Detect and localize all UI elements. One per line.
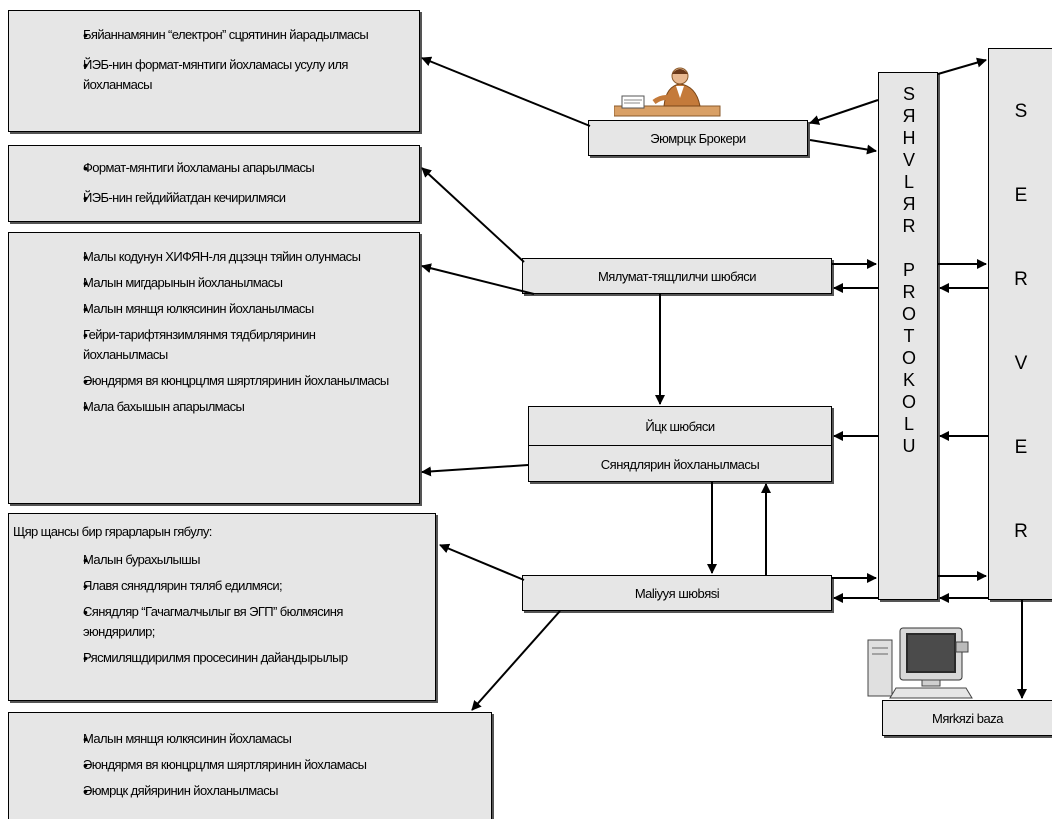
broker-tasks-box: Бяйаннамянин “електрон” сцрятинин йарады… [8,10,420,132]
inspection-box: Малы кодунун ХИФЯН-ля дцзэцн тяйин олунм… [8,232,420,504]
list-item: ЙЭБ-нин гейдиййатдан кечирилмяси [83,188,409,208]
list-item: Малын мянщя юлкясинин йохланылмасы [83,299,399,319]
arrow-broker-to-protocol [809,139,877,155]
server-letter: R [1014,269,1028,290]
decision-heading: Щяр щансы бир гярарларын гябулу: [13,524,212,539]
arrow-finance-to-box5 [471,610,561,711]
registration-list: Формат-мянтиги йохламаны апарылмасы ЙЭБ-… [9,146,419,208]
list-item: Ялавя сянядлярин тяляб едилмяси; [83,576,425,596]
list-item: Малын бурахылышы [83,550,425,570]
protocol-letter: Я [902,106,916,126]
arrow-info-to-box2 [421,167,525,263]
finance-label: Maliyyя шюbяsi [634,585,720,601]
list-item: Сянядляр “Гачагмалчылыг вя ЭГП” бюлмясин… [83,602,425,642]
post-label: Йцк шюбяси [645,418,715,434]
broker-label: Эюмрцк Брокери [650,130,746,146]
protocol-letter: Я [902,194,916,214]
protocol-letter: O [901,348,916,368]
list-item: Малын мигдарынын йохланылмасы [83,273,399,293]
finance-node: Maliyyя шюbяsi [522,575,832,611]
broker-node: Эюмрцк Брокери [588,120,808,156]
server-letter: V [1014,353,1028,374]
cargo-divider [529,445,831,446]
central-db-label: Mяrkяzi baza [932,710,1003,726]
protocol-letter: U [902,436,916,456]
cargo-node: Йцк шюбяси Сянядлярин йохланылмасы [528,406,832,482]
list-item: Рясмиляшдирилмя просесинин дайандырылыр [83,648,425,668]
docs-label: Сянядлярин йохланылмасы [600,456,760,472]
decision-box: Щяр щансы бир гярарларын гябулу: Малын б… [8,513,436,701]
protocol-letter: K [902,370,915,390]
list-item: Малын мянщя юлкясинин йохламасы [83,729,481,749]
list-item: Эюндярмя вя кюнцрцлмя шяртляринин йохлан… [83,371,399,391]
central-db-node: Mяrkяzi baza [882,700,1052,736]
finance-tasks-box: Малын мянщя юлкясинин йохламасы Эюндярмя… [8,712,492,819]
info-analysis-label: Мялумат-тящлилчи шюбяси [597,268,757,284]
protocol-letter: H [902,128,916,148]
registration-box: Формат-мянтиги йохламаны апарылмасы ЙЭБ-… [8,145,420,222]
protocol-column: S Я H V L Я R P R O T O K O L U [878,72,938,600]
protocol-letter: O [901,392,916,412]
protocol-letter: S [902,84,915,104]
broker-person-icon [614,67,721,117]
inspection-list: Малы кодунун ХИФЯН-ля дцзэцн тяйин олунм… [9,233,419,417]
server-letter: E [1014,185,1028,206]
arrow-broker-to-box1 [421,56,591,127]
server-letter: R [1014,521,1028,542]
protocol-letter: O [901,304,916,324]
protocol-letter: T [903,326,915,346]
arrow-protocol-to-server [937,57,987,75]
list-item: Бяйаннамянин “електрон” сцрятинин йарады… [83,25,409,45]
list-item: Мала бахышын апарылмасы [83,397,399,417]
arrow-finance-to-box4 [439,543,525,581]
arrow-protocol-to-broker [809,99,879,125]
server-column: S E R V E R [988,48,1052,600]
protocol-letter: R [902,282,916,302]
broker-tasks-list: Бяйаннамянин “електрон” сцрятинин йарады… [9,11,419,95]
protocol-letters: S Я H V L Я R P R O T O K O L U [879,83,939,457]
list-item: Формат-мянтиги йохламаны апарылмасы [83,158,409,178]
server-letter: S [1014,101,1028,122]
list-item: Малы кодунун ХИФЯН-ля дцзэцн тяйин олунм… [83,247,399,267]
server-letters: S E R V E R [989,91,1052,553]
list-item: Эюндярмя вя кюнцрцлмя шяртляринин йохлам… [83,755,481,775]
list-item: ЙЭБ-нин формат-мянтиги йохламасы усулу и… [83,55,409,95]
finance-tasks-list: Малын мянщя юлкясинин йохламасы Эюндярмя… [9,713,491,801]
decision-list: Малын бурахылышы Ялавя сянядлярин тяляб … [9,514,435,668]
list-item: Эюмрцк дяйяринин йохланылмасы [83,781,481,801]
server-letter: E [1014,437,1028,458]
protocol-letter: R [902,216,916,236]
protocol-letter: V [902,150,915,170]
computer-icon [867,627,973,699]
arrow-cargo-to-box3 [421,464,529,477]
protocol-letter: L [903,172,914,192]
info-analysis-node: Мялумат-тящлилчи шюбяси [522,258,832,294]
arrow-info-to-box3 [421,263,535,295]
protocol-letter: L [903,414,914,434]
list-item: Гейри-тарифтянзимлянмя тядбирляринин йох… [83,325,399,365]
protocol-letter: P [902,260,915,280]
